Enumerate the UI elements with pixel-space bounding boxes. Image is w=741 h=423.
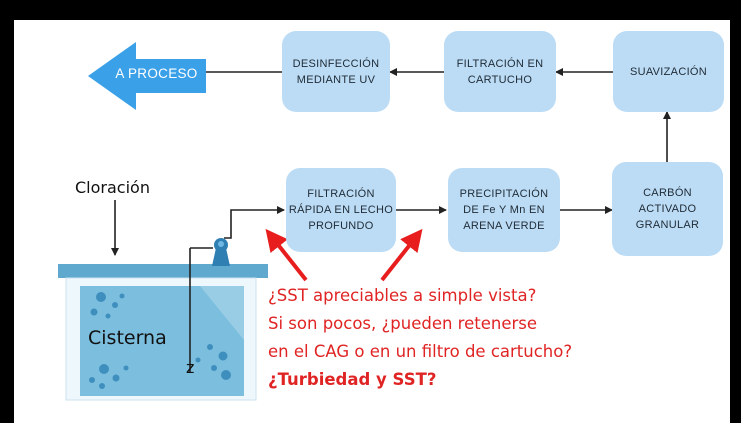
question-line-bold: ¿Turbiedad y SST?	[268, 370, 437, 389]
red-arrow-to-filtracion	[265, 228, 308, 282]
filtracion-rapida-box: FILTRACIÓN RÁPIDA EN LECHO PROFUNDO	[286, 168, 396, 252]
red-arrow-to-precipitacion	[380, 228, 423, 282]
cisterna-lid	[58, 264, 268, 278]
pump-icon	[212, 238, 230, 266]
filtracion-cartucho-box: FILTRACIÓN EN CARTUCHO	[444, 31, 556, 112]
filtracion-rapida-label: FILTRACIÓN RÁPIDA EN LECHO PROFUNDO	[288, 188, 394, 232]
cloracion-label: Cloración	[75, 178, 150, 197]
pump-pipe-label: z	[186, 358, 195, 377]
precipitacion-box: PRECIPITACIÓN DE Fe Y Mn EN ARENA VERDE	[448, 168, 560, 252]
precipitacion-label: PRECIPITACIÓN DE Fe Y Mn EN ARENA VERDE	[459, 188, 549, 232]
a-proceso-arrow-shape	[88, 42, 206, 110]
carbon-activado-box: CARBÓN ACTIVADO GRANULAR	[612, 162, 723, 256]
question-line-3: en el CAG o en un filtro de cartucho?	[268, 342, 573, 361]
suavizacion-box: SUAVIZACIÓN	[613, 31, 724, 112]
question-line-1: ¿SST apreciables a simple vista?	[268, 286, 537, 305]
connector-pump-filtracion	[224, 206, 285, 239]
cisterna-label: Cisterna	[88, 327, 167, 349]
a-proceso-label: A PROCESO	[115, 66, 198, 81]
desinfeccion-uv-box: DESINFECCIÓN MEDIANTE UV	[282, 31, 390, 112]
carbon-activado-label: CARBÓN ACTIVADO GRANULAR	[635, 187, 700, 231]
question-line-2: Si son pocos, ¿pueden retenerse	[268, 314, 538, 333]
cisterna-shine	[200, 286, 244, 340]
desinfeccion-uv-label: DESINFECCIÓN MEDIANTE UV	[292, 57, 380, 86]
cisterna-bubbles	[89, 292, 231, 389]
filtracion-cartucho-label: FILTRACIÓN EN CARTUCHO	[456, 57, 544, 86]
suavizacion-label: SUAVIZACIÓN	[629, 65, 708, 78]
